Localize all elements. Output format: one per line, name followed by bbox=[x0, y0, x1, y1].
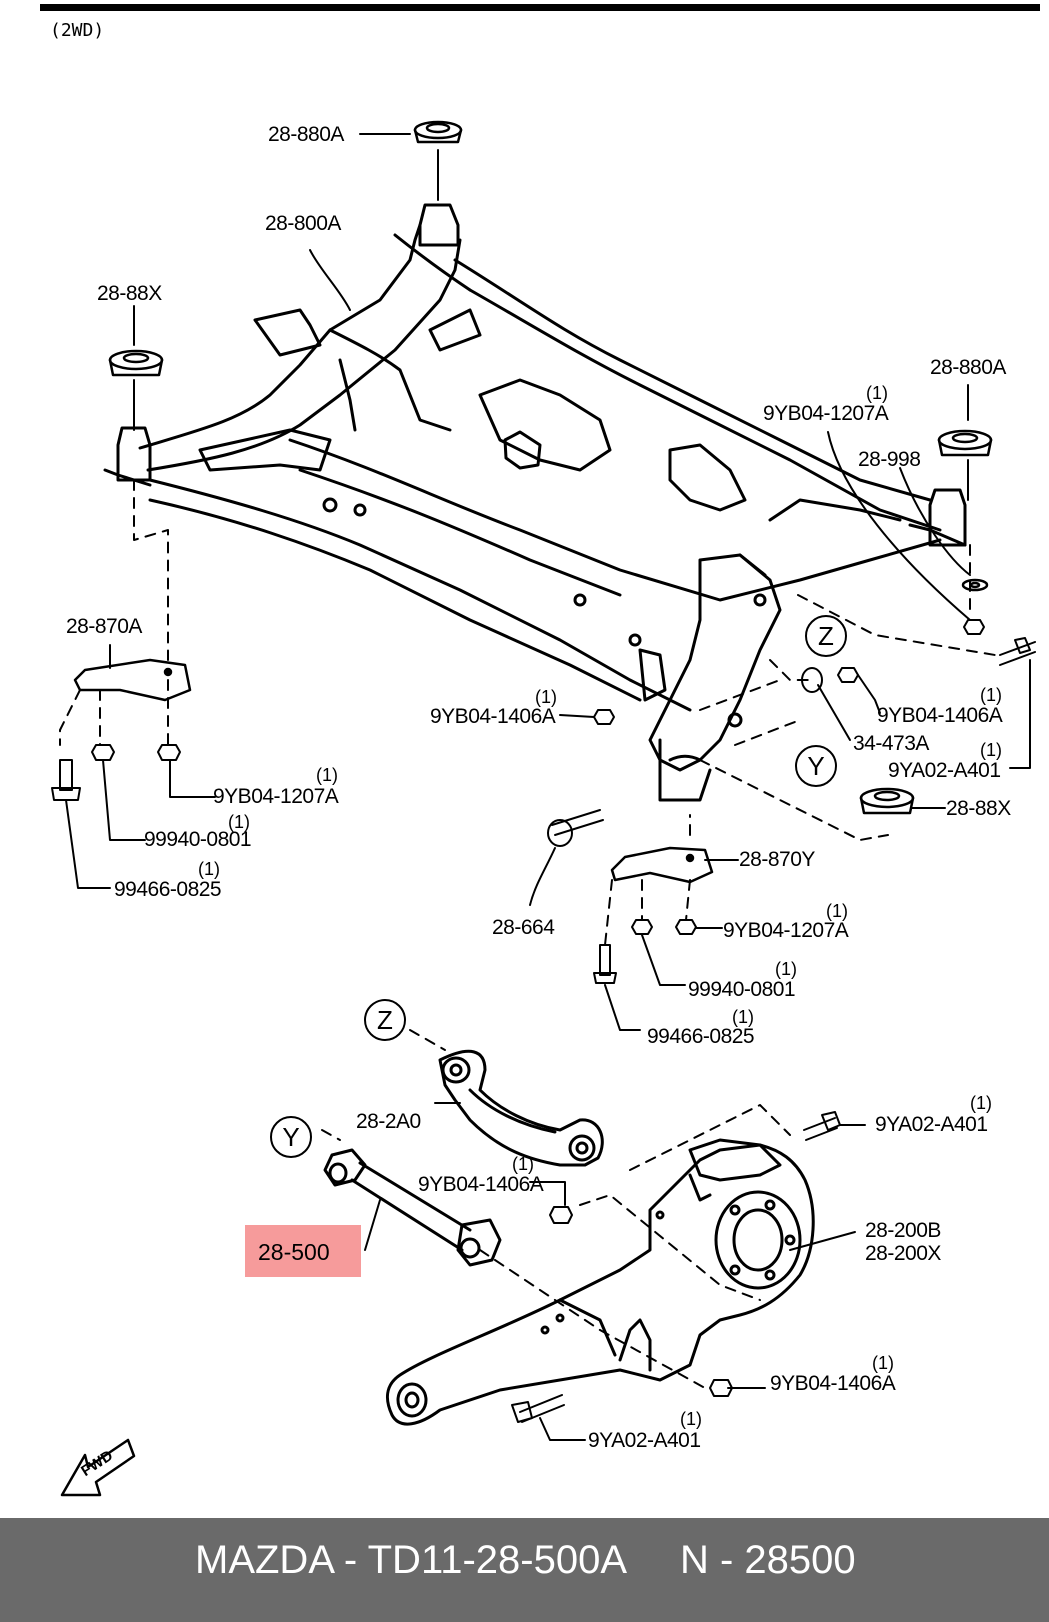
label-99466-0825-left: 99466-0825 bbox=[114, 878, 222, 901]
lateral-link-28-500 bbox=[323, 1148, 502, 1267]
label-28-200X: 28-200X bbox=[865, 1242, 941, 1265]
footer-number: N - 28500 bbox=[680, 1538, 856, 1582]
qty-marker: (1) bbox=[866, 383, 888, 403]
label-28-880A-top: 28-880A bbox=[268, 123, 344, 146]
variant-label: (2WD) bbox=[50, 20, 105, 41]
label-28-800A: 28-800A bbox=[265, 212, 341, 235]
fwd-arrow-icon bbox=[60, 1438, 136, 1497]
label-9YB04-1207A-top: 9YB04-1207A bbox=[763, 402, 889, 425]
label-28-870A: 28-870A bbox=[66, 615, 142, 638]
qty-marker: (1) bbox=[826, 901, 848, 921]
label-99940-0801-low: 99940-0801 bbox=[688, 978, 796, 1001]
qty-marker: (1) bbox=[316, 765, 338, 785]
label-28-200B: 28-200B bbox=[865, 1219, 941, 1242]
qty-marker: (1) bbox=[680, 1409, 702, 1429]
marker-y-lower: Y bbox=[270, 1116, 312, 1158]
label-9YB04-1406A-bottom: 9YB04-1406A bbox=[770, 1372, 896, 1395]
label-9YB04-1406A-mid: 9YB04-1406A bbox=[430, 705, 556, 728]
marker-z-upper: Z bbox=[805, 615, 847, 657]
highlight-box bbox=[245, 1225, 361, 1277]
label-9YB04-1406A-right: 9YB04-1406A bbox=[877, 704, 1003, 727]
mount-28-88X-left bbox=[108, 349, 164, 377]
label-28-500-highlighted: 28-500 bbox=[258, 1239, 330, 1265]
upper-arm-28-2A0 bbox=[438, 1049, 604, 1167]
qty-marker: (1) bbox=[732, 1007, 754, 1027]
label-28-88X-left: 28-88X bbox=[97, 282, 162, 305]
label-9YB04-1207A-left: 9YB04-1207A bbox=[213, 785, 339, 808]
label-28-664: 28-664 bbox=[492, 916, 555, 939]
footer-bar bbox=[0, 1518, 1049, 1622]
label-9YA02-A401-bottom: 9YA02-A401 bbox=[588, 1429, 701, 1452]
dashed-lines bbox=[59, 479, 996, 1389]
fasteners bbox=[51, 619, 1036, 1423]
mount-28-880A-top bbox=[413, 120, 463, 144]
footer-part-number: MAZDA - TD11-28-500A bbox=[195, 1538, 628, 1582]
label-99940-0801-left: 99940-0801 bbox=[144, 828, 252, 851]
label-28-998: 28-998 bbox=[858, 448, 921, 471]
bracket-28-870Y bbox=[610, 846, 714, 884]
qty-marker: (1) bbox=[512, 1154, 534, 1174]
label-28-880A-right: 28-880A bbox=[930, 356, 1006, 379]
label-28-870Y: 28-870Y bbox=[739, 848, 815, 871]
marker-z-lower: Z bbox=[364, 999, 406, 1041]
label-99466-0825-low: 99466-0825 bbox=[647, 1025, 755, 1048]
qty-marker: (1) bbox=[980, 740, 1002, 760]
qty-marker: (1) bbox=[535, 687, 557, 707]
mount-28-880A-right bbox=[937, 429, 993, 457]
qty-marker: (1) bbox=[775, 959, 797, 979]
top-border bbox=[40, 4, 1040, 11]
mount-28-88X-right bbox=[859, 787, 915, 815]
label-28-88X-right: 28-88X bbox=[946, 797, 1011, 820]
label-9YA02-A401-knuckle: 9YA02-A401 bbox=[875, 1113, 988, 1136]
washer-28-998 bbox=[961, 578, 989, 592]
qty-marker: (1) bbox=[872, 1353, 894, 1373]
label-34-473A: 34-473A bbox=[853, 732, 929, 755]
label-9YA02-A401-right: 9YA02-A401 bbox=[888, 759, 1001, 782]
bracket-28-870A bbox=[73, 658, 192, 702]
qty-marker: (1) bbox=[980, 685, 1002, 705]
knuckle-28-200B bbox=[386, 1138, 815, 1426]
label-9YB04-1207A-low: 9YB04-1207A bbox=[723, 919, 849, 942]
label-28-2A0: 28-2A0 bbox=[356, 1110, 421, 1133]
qty-marker: (1) bbox=[228, 812, 250, 832]
marker-y-upper: Y bbox=[795, 745, 837, 787]
leader-lines bbox=[65, 133, 1031, 1441]
qty-marker: (1) bbox=[198, 859, 220, 879]
label-9YB04-1406A-arm: 9YB04-1406A bbox=[418, 1173, 544, 1196]
qty-marker: (1) bbox=[970, 1093, 992, 1113]
